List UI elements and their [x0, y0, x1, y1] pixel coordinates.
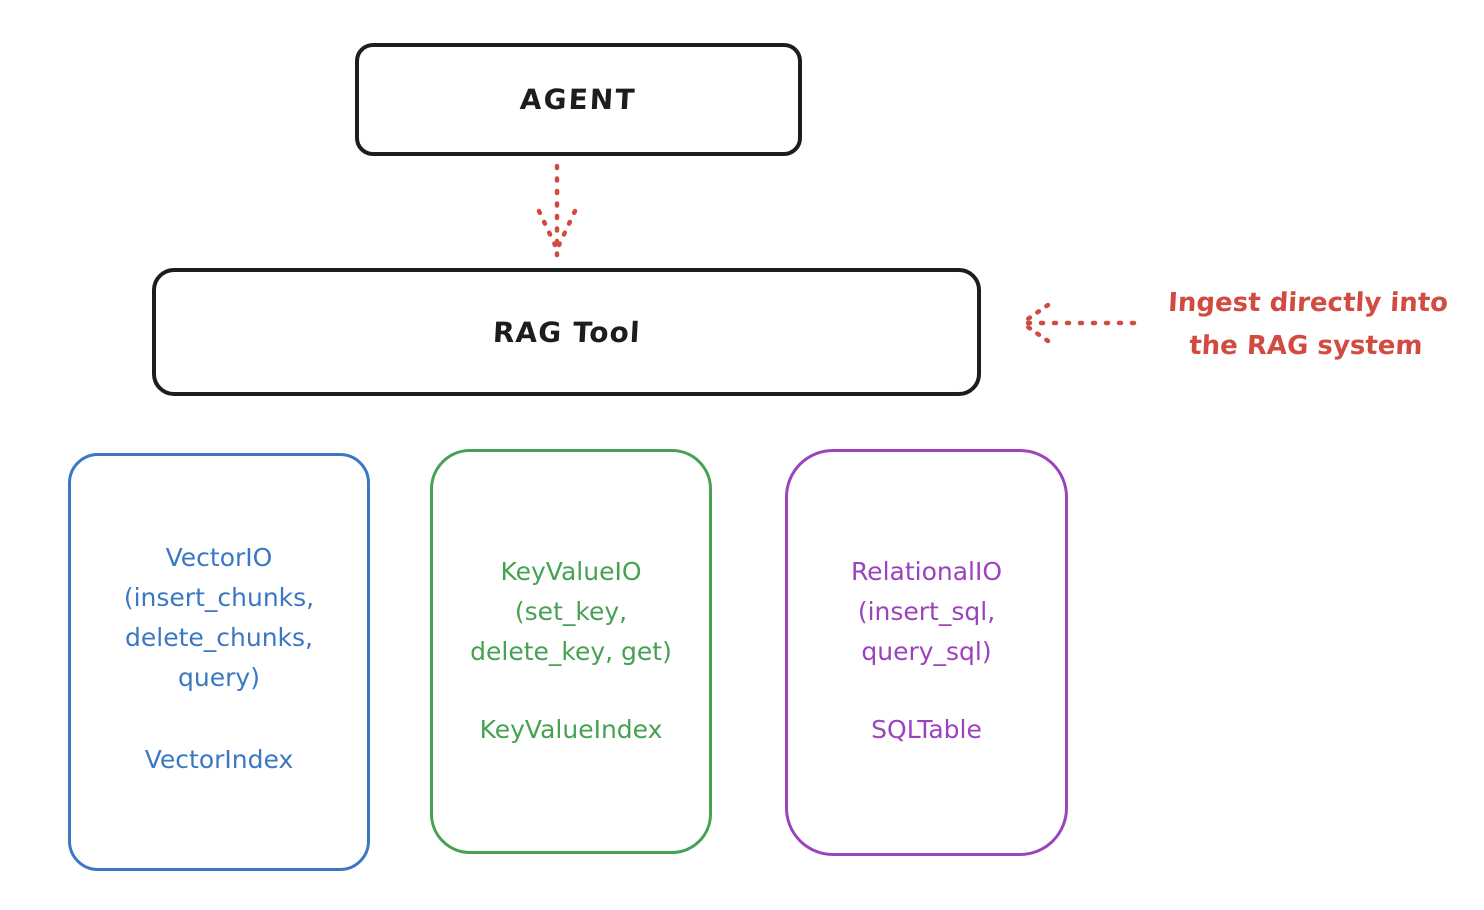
vector-io-line: (insert_chunks, — [123, 583, 315, 612]
ingest-annotation: Ingest directly into the RAG system — [1133, 282, 1482, 368]
agent-to-ragtool-arrow — [536, 163, 578, 258]
relational-io-line: query_sql) — [861, 637, 992, 666]
vector-index-label: VectorIndex — [144, 745, 294, 774]
spacer — [788, 672, 1065, 710]
sql-table-label: SQLTable — [871, 715, 982, 744]
vector-io-node: VectorIO (insert_chunks, delete_chunks, … — [68, 453, 370, 871]
rag-tool-node: RAG Tool — [152, 268, 981, 396]
agent-node: AGENT — [355, 43, 802, 156]
relational-io-text: RelationalIO (insert_sql, query_sql) SQL… — [788, 552, 1065, 750]
ingest-annotation-line1: Ingest directly into — [1167, 288, 1449, 318]
relational-io-node: RelationalIO (insert_sql, query_sql) SQL… — [785, 449, 1068, 856]
vector-io-text: VectorIO (insert_chunks, delete_chunks, … — [71, 538, 367, 780]
relational-io-line: RelationalIO — [850, 557, 1003, 586]
keyvalue-io-line: (set_key, — [514, 597, 628, 626]
keyvalue-io-line: delete_key, get) — [470, 637, 672, 666]
keyvalue-io-node: KeyValueIO (set_key, delete_key, get) Ke… — [430, 449, 712, 854]
keyvalue-index-label: KeyValueIndex — [479, 715, 663, 744]
ingest-arrow — [1021, 302, 1137, 344]
vector-io-line: delete_chunks, — [125, 623, 313, 652]
ingest-annotation-line2: the RAG system — [1188, 331, 1424, 361]
relational-io-line: (insert_sql, — [857, 597, 996, 626]
spacer — [433, 672, 709, 710]
rag-tool-label: RAG Tool — [491, 315, 642, 349]
agent-label: AGENT — [519, 83, 638, 116]
keyvalue-io-line: KeyValueIO — [500, 557, 642, 586]
vector-io-line: query) — [178, 663, 260, 692]
keyvalue-io-text: KeyValueIO (set_key, delete_key, get) Ke… — [433, 552, 709, 750]
vector-io-line: VectorIO — [165, 543, 273, 572]
spacer — [71, 698, 367, 740]
